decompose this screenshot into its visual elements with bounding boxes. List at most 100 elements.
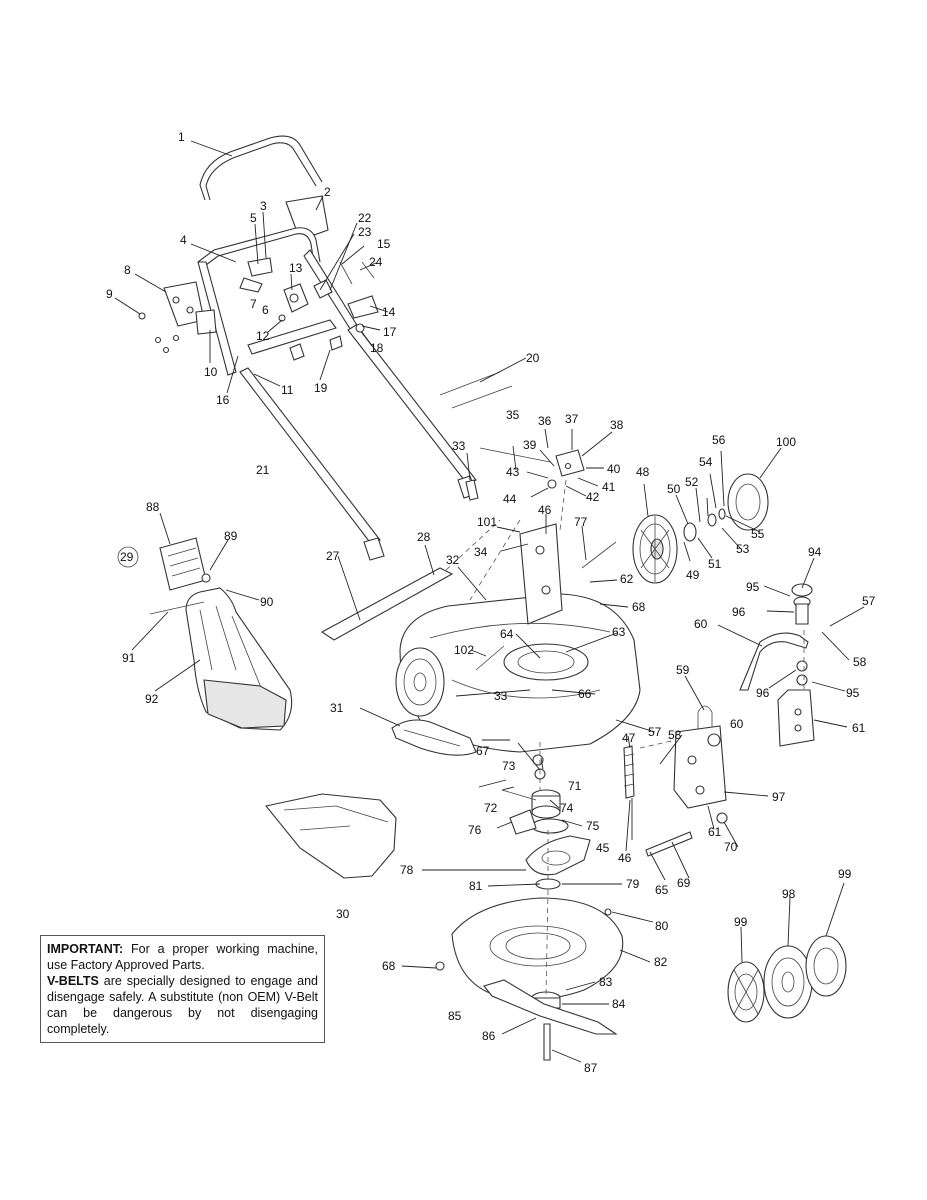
handle-assembly: [138, 135, 477, 561]
callout-52: 52: [685, 475, 699, 489]
important-notice-box: IMPORTANT: For a proper working machine,…: [40, 935, 325, 1043]
callout-46-plate: 46: [538, 503, 552, 517]
callout-81: 81: [469, 879, 483, 893]
callout-51: 51: [708, 557, 722, 571]
assembly-guide-lines: [445, 479, 805, 997]
wheel-hardware: [683, 473, 769, 542]
callout-24: 24: [369, 255, 383, 269]
callout-82: 82: [654, 955, 668, 969]
side-discharge-chute: [265, 793, 397, 879]
callout-labels: 1 2 3 4 5 6 7 8 9 10 11 12 13 14 15 16 1…: [106, 130, 876, 1075]
callout-86: 86: [482, 1029, 496, 1043]
callout-95-upper: 95: [746, 580, 760, 594]
callout-99-right: 99: [838, 867, 852, 881]
callout-94: 94: [808, 545, 822, 559]
leader-lines: [114, 140, 865, 1063]
callout-98: 98: [782, 887, 796, 901]
vbelts-text: are specially designed to engage and dis…: [47, 974, 318, 1036]
callout-76: 76: [468, 823, 482, 837]
callout-90: 90: [260, 595, 274, 609]
callout-84: 84: [612, 997, 626, 1011]
callout-44: 44: [503, 492, 517, 506]
callout-89: 89: [224, 529, 238, 543]
callout-4: 4: [180, 233, 187, 247]
callout-48: 48: [636, 465, 650, 479]
important-label: IMPORTANT:: [47, 942, 124, 956]
important-paragraph: IMPORTANT: For a proper working machine,…: [47, 941, 318, 973]
callout-88: 88: [146, 500, 160, 514]
callout-13: 13: [289, 261, 303, 275]
cable-77: [581, 541, 617, 569]
callout-36: 36: [538, 414, 552, 428]
important-text: For a proper working machine, use Factor…: [47, 942, 318, 972]
callout-2: 2: [324, 185, 331, 199]
callout-3: 3: [260, 199, 267, 213]
callout-22: 22: [358, 211, 372, 225]
callout-80: 80: [655, 919, 669, 933]
callout-17: 17: [383, 325, 397, 339]
callout-78: 78: [400, 863, 414, 877]
cable-20: [439, 371, 513, 409]
callout-32: 32: [446, 553, 460, 567]
callout-39: 39: [523, 438, 537, 452]
callout-59: 59: [676, 663, 690, 677]
callout-28: 28: [417, 530, 431, 544]
callout-55: 55: [751, 527, 765, 541]
callout-18: 18: [370, 341, 384, 355]
callout-54: 54: [699, 455, 713, 469]
callout-57-lower: 57: [648, 725, 662, 739]
callout-33-deck: 33: [494, 689, 508, 703]
callout-30: 30: [336, 907, 350, 921]
callout-65: 65: [655, 883, 669, 897]
callout-63: 63: [612, 625, 626, 639]
mower-deck: [320, 523, 641, 756]
callout-91: 91: [122, 651, 136, 665]
callout-67: 67: [476, 744, 490, 758]
callout-38: 38: [610, 418, 624, 432]
callout-77: 77: [574, 515, 588, 529]
callout-35: 35: [506, 408, 520, 422]
callout-60-lever: 60: [694, 617, 708, 631]
callout-96-upper: 96: [732, 605, 746, 619]
callout-74: 74: [560, 801, 574, 815]
grass-bag-assembly: [117, 537, 293, 731]
callout-45: 45: [596, 841, 610, 855]
callout-66: 66: [578, 687, 592, 701]
callout-34: 34: [474, 545, 488, 559]
vbelts-paragraph: V-BELTS are specially designed to engage…: [47, 973, 318, 1037]
callout-46-lower: 46: [618, 851, 632, 865]
callout-99-left: 99: [734, 915, 748, 929]
callout-69: 69: [677, 876, 691, 890]
callout-57-right: 57: [862, 594, 876, 608]
callout-62: 62: [620, 572, 634, 586]
callout-75: 75: [586, 819, 600, 833]
callout-97: 97: [772, 790, 786, 804]
callout-27: 27: [326, 549, 340, 563]
callout-70: 70: [724, 840, 738, 854]
callout-61-lower: 61: [708, 825, 722, 839]
callout-31: 31: [330, 701, 344, 715]
front-bracket-assembly: [645, 705, 728, 857]
callout-1: 1: [178, 130, 185, 144]
callout-68-right: 68: [632, 600, 646, 614]
callout-40: 40: [607, 462, 621, 476]
callout-87: 87: [584, 1061, 598, 1075]
callout-73: 73: [502, 759, 516, 773]
height-adjuster-assembly: [739, 583, 815, 747]
callout-64: 64: [500, 627, 514, 641]
callout-29: 29: [120, 550, 134, 564]
callout-9: 9: [106, 287, 113, 301]
callout-60-lower: 60: [730, 717, 744, 731]
callout-37: 37: [565, 412, 579, 426]
callout-53: 53: [736, 542, 750, 556]
callout-101: 101: [477, 515, 497, 529]
callout-7: 7: [250, 297, 257, 311]
callout-47: 47: [622, 731, 636, 745]
blade-drive-assembly: [435, 745, 635, 1061]
callout-102: 102: [454, 643, 474, 657]
drive-wheel-parts: [727, 935, 847, 1023]
callout-79: 79: [626, 877, 640, 891]
callout-96-lower: 96: [756, 686, 770, 700]
callout-19: 19: [314, 381, 328, 395]
